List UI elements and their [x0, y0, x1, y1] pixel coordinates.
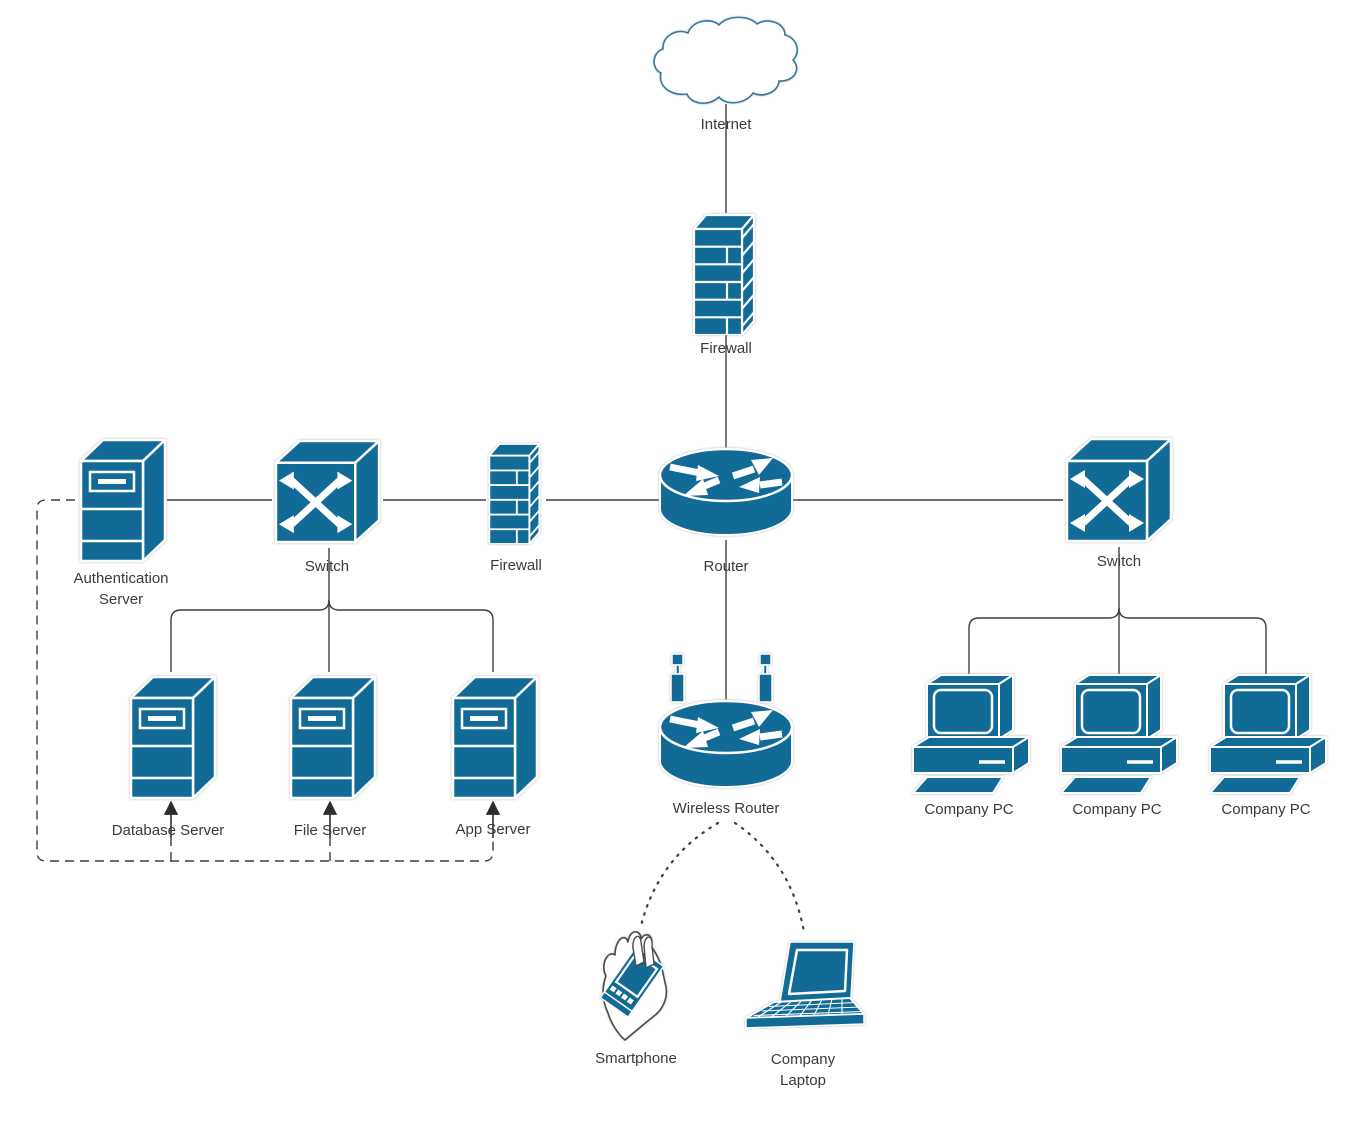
desktop-pc-icon[interactable] — [1202, 674, 1330, 794]
server-icon[interactable] — [125, 672, 217, 800]
edge-switch-app-server — [328, 599, 494, 672]
node-smartphone-label: Smartphone — [595, 1050, 677, 1067]
node-company-pc-3-label: Company PC — [1221, 801, 1311, 818]
smartphone-in-hand-icon[interactable] — [588, 924, 683, 1042]
node-router-label: Router — [703, 558, 749, 575]
server-icon[interactable] — [285, 672, 377, 800]
server-icon[interactable] — [447, 672, 539, 800]
node-company-laptop-label: Company Laptop — [770, 1051, 836, 1089]
firewall-icon[interactable] — [690, 203, 762, 335]
edge-switch-pc3 — [1118, 607, 1267, 674]
node-switch-left-label: Switch — [304, 558, 350, 575]
node-firewall-top-label: Firewall — [700, 340, 752, 357]
laptop-icon[interactable] — [740, 940, 868, 1038]
switch-icon[interactable] — [272, 435, 383, 548]
wireless-router-icon[interactable] — [656, 652, 796, 792]
node-company-pc-1-label: Company PC — [924, 801, 1014, 818]
server-icon[interactable] — [75, 435, 167, 563]
switch-icon[interactable] — [1063, 433, 1175, 547]
node-database-server-label: Database Server — [111, 822, 225, 839]
node-firewall-inner-label: Firewall — [490, 557, 542, 574]
router-icon[interactable] — [656, 445, 796, 540]
node-internet-label: Internet — [700, 116, 752, 133]
node-company-pc-2-label: Company PC — [1072, 801, 1162, 818]
wireless-link-smartphone — [639, 821, 720, 928]
cloud-icon[interactable] — [650, 15, 802, 112]
firewall-icon[interactable] — [486, 424, 546, 554]
node-auth-server-label: Authentication Server — [73, 570, 169, 608]
wireless-link-laptop — [733, 821, 806, 934]
node-app-server-label: App Server — [455, 821, 531, 838]
edge-switch-database-server — [170, 599, 330, 672]
node-switch-right-label: Switch — [1096, 553, 1142, 570]
node-file-server-label: File Server — [293, 822, 367, 839]
edge-switch-pc1 — [968, 607, 1120, 674]
desktop-pc-icon[interactable] — [905, 674, 1033, 794]
node-wireless-router-label: Wireless Router — [672, 800, 780, 817]
desktop-pc-icon[interactable] — [1053, 674, 1181, 794]
